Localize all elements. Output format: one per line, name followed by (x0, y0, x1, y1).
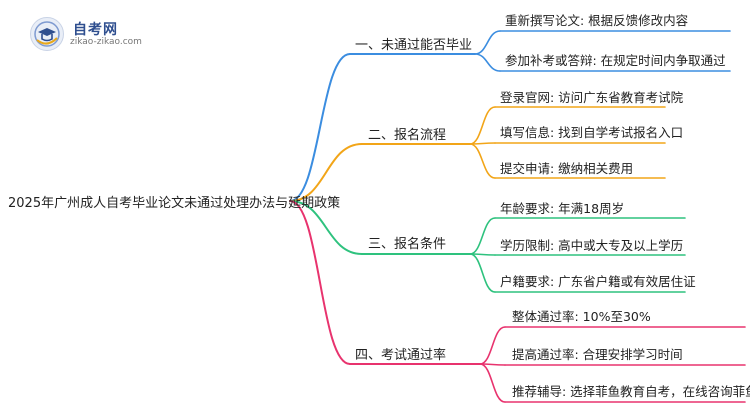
branch-4-connector (289, 200, 351, 365)
leaf-2-3: 提交申请: 缴纳相关费用 (500, 161, 634, 176)
leaf-3-2: 学历限制: 高中或大专及以上学历 (500, 238, 684, 253)
leaf-3-3: 户籍要求: 广东省户籍或有效居住证 (500, 274, 696, 289)
leaf-3-1-connector (469, 217, 496, 255)
site-logo[interactable]: 自考网 zikao-zikao.com (30, 17, 150, 51)
root-topic: 2025年广州成人自考毕业论文未通过处理办法与延期政策 (8, 196, 341, 211)
branch-1-connector (289, 53, 351, 202)
branch-3-label: 三、报名条件 (368, 237, 447, 252)
branch-2-label: 二、报名流程 (368, 128, 447, 143)
leaf-3-3-connector (469, 253, 496, 293)
leaf-2-2: 填写信息: 找到自学考试报名入口 (500, 125, 684, 140)
graduation-cap-icon (30, 17, 64, 51)
leaf-1-2-connector (474, 53, 501, 72)
branch-2-connector (289, 143, 363, 202)
logo-title: 自考网 (73, 22, 118, 38)
leaf-2-1-connector (469, 106, 496, 145)
leaf-3-1: 年龄要求: 年满18周岁 (500, 201, 625, 216)
logo-url: zikao-zikao.com (70, 37, 142, 47)
branch-4-label: 四、考试通过率 (355, 348, 447, 363)
leaf-4-1: 整体通过率: 10%至30% (512, 309, 651, 324)
leaf-4-2: 提高通过率: 合理安排学习时间 (512, 347, 683, 362)
leaf-2-1: 登录官网: 访问广东省教育考试院 (500, 90, 684, 105)
leaf-4-3-connector (479, 363, 506, 403)
leaf-4-1-connector (479, 326, 506, 365)
leaf-1-1-connector (474, 30, 501, 55)
leaf-1-2: 参加补考或答辩: 在规定时间内争取通过 (505, 53, 726, 68)
branch-1-label: 一、未通过能否毕业 (355, 38, 473, 53)
leaf-4-3: 推荐辅导: 选择菲鱼教育自考，在线咨询菲鱼老师 (512, 384, 750, 399)
leaf-2-3-connector (469, 143, 496, 179)
branch-3-connector (289, 200, 363, 255)
leaf-1-1: 重新撰写论文: 根据反馈修改内容 (505, 13, 689, 28)
